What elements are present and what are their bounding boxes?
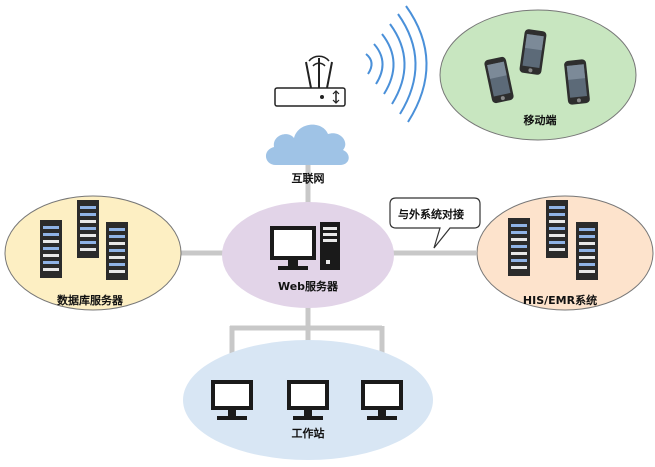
wifi-signal-icon bbox=[365, 5, 428, 123]
server-icon bbox=[40, 220, 62, 278]
mobile-group bbox=[439, 9, 637, 141]
server-icon bbox=[546, 200, 568, 258]
web-server-label: Web服务器 bbox=[277, 280, 339, 293]
internet-label: 互联网 bbox=[291, 172, 325, 185]
callout-text: 与外系统对接 bbox=[398, 208, 464, 221]
phone-icon bbox=[563, 58, 591, 106]
server-icon bbox=[106, 222, 128, 280]
router-icon bbox=[274, 55, 346, 107]
server-icon bbox=[508, 218, 530, 276]
server-icon bbox=[576, 222, 598, 280]
callout-bubble bbox=[389, 197, 481, 249]
workstation-label: 工作站 bbox=[291, 427, 325, 440]
mobile-label: 移动端 bbox=[523, 114, 557, 127]
computer-icon bbox=[270, 222, 340, 270]
db-server-label: 数据库服务器 bbox=[57, 294, 123, 307]
cloud-icon bbox=[265, 124, 349, 165]
server-icon bbox=[77, 200, 99, 258]
his-emr-label: HIS/EMR系统 bbox=[522, 294, 598, 307]
